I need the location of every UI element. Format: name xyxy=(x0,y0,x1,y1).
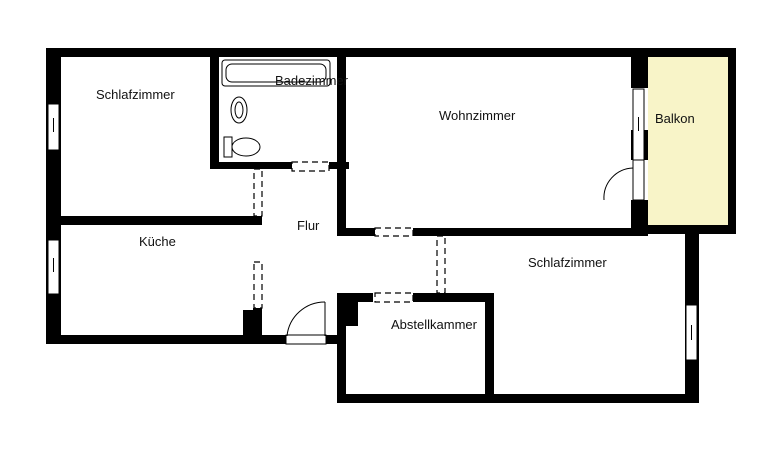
label-flur: Flur xyxy=(297,218,320,233)
walls xyxy=(46,48,736,403)
label-kueche: Küche xyxy=(139,234,176,249)
label-badezimmer: Badezimmer xyxy=(275,73,349,88)
room-labels: Schlafzimmer Badezimmer Wohnzimmer Balko… xyxy=(96,73,695,332)
toilet-bowl xyxy=(231,137,261,157)
windows xyxy=(47,88,698,361)
dashed-openings xyxy=(253,161,446,309)
bathroom-fixtures xyxy=(221,59,331,158)
label-wohnzimmer: Wohnzimmer xyxy=(439,108,516,123)
label-balkon: Balkon xyxy=(655,111,695,126)
entrance-door xyxy=(285,301,327,345)
balcony-area xyxy=(648,56,728,228)
label-schlafzimmer-1: Schlafzimmer xyxy=(96,87,175,102)
label-abstellkammer: Abstellkammer xyxy=(391,317,478,332)
toilet-tank xyxy=(223,136,233,158)
balcony-door xyxy=(603,159,645,201)
label-schlafzimmer-2: Schlafzimmer xyxy=(528,255,607,270)
